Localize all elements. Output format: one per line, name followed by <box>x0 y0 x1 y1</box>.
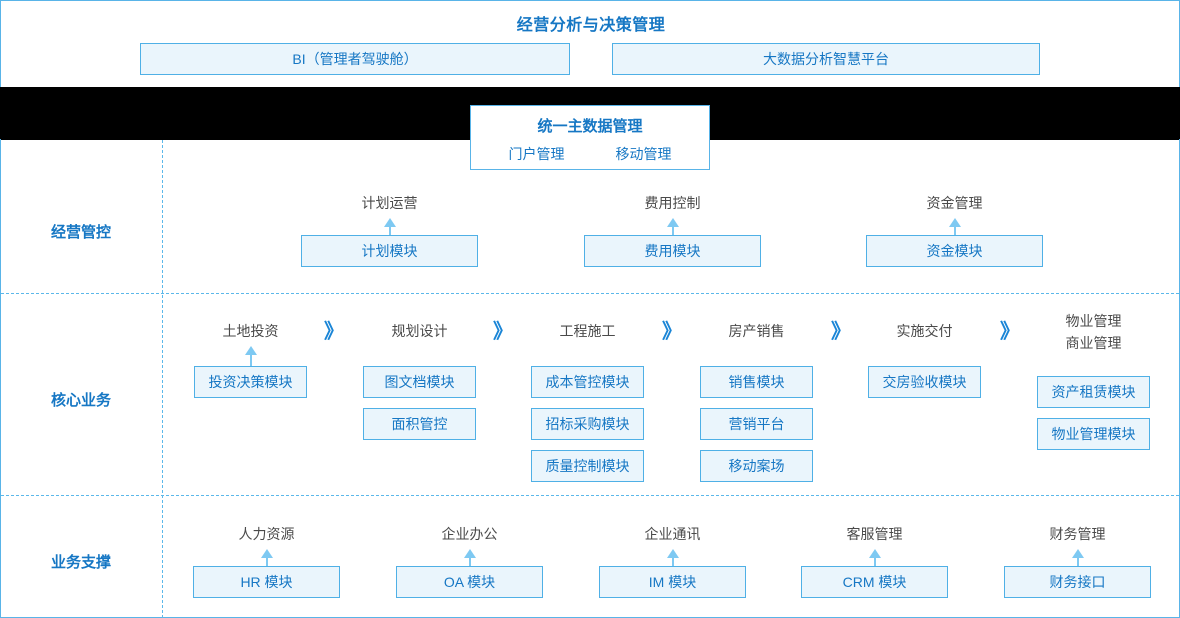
row-label-core-business: 核心业务 <box>50 392 111 409</box>
core-chip-stack: 图文档模块 面积管控 <box>363 366 476 440</box>
core-label-planning-design: 规划设计 <box>391 323 448 339</box>
core-chip-stack: 交房验收模块 <box>868 366 981 398</box>
module-investment-decision[interactable]: 投资决策模块 <box>194 366 307 398</box>
module-fund[interactable]: 资金模块 <box>866 235 1043 267</box>
vertical-divider <box>162 140 163 618</box>
module-hr[interactable]: HR 模块 <box>193 566 340 598</box>
row-label-support: 业务支撑 <box>50 554 111 571</box>
management-label-fund: 资金管理 <box>926 195 983 211</box>
up-arrow-icon <box>662 216 684 244</box>
up-arrow-icon <box>240 344 262 372</box>
support-label-oa: 企业办公 <box>441 526 498 542</box>
up-arrow-icon <box>1067 547 1089 575</box>
master-data-card: 统一主数据管理 门户管理 移动管理 <box>470 105 710 170</box>
chevron-right-icon: 》 <box>324 321 344 343</box>
core-label-land-investment: 土地投资 <box>222 323 279 339</box>
module-area-control[interactable]: 面积管控 <box>363 408 476 440</box>
module-marketing-platform[interactable]: 营销平台 <box>700 408 813 440</box>
module-cost-control[interactable]: 成本管控模块 <box>531 366 644 398</box>
up-arrow-icon <box>864 547 886 575</box>
core-chip-stack: 资产租赁模块 物业管理模块 <box>1037 376 1150 450</box>
core-chip-stack: 投资决策模块 <box>194 366 307 398</box>
up-arrow-icon <box>256 547 278 575</box>
up-arrow-icon <box>459 547 481 575</box>
module-im[interactable]: IM 模块 <box>599 566 746 598</box>
module-quality-control[interactable]: 质量控制模块 <box>531 450 644 482</box>
support-label-finance: 财务管理 <box>1049 526 1106 542</box>
decision-analysis-section: 经营分析与决策管理 BI（管理者驾驶舱） 大数据分析智慧平台 <box>0 0 1180 88</box>
master-data-title: 统一主数据管理 <box>537 118 643 135</box>
core-chip-stack: 成本管控模块 招标采购模块 质量控制模块 <box>531 366 644 482</box>
module-drawing-document[interactable]: 图文档模块 <box>363 366 476 398</box>
up-arrow-icon <box>379 216 401 244</box>
module-sales[interactable]: 销售模块 <box>700 366 813 398</box>
chevron-right-icon: 》 <box>662 321 682 343</box>
module-mobile-management[interactable]: 移动管理 <box>615 146 672 162</box>
chevron-right-icon: 》 <box>1000 321 1020 343</box>
up-arrow-icon <box>944 216 966 244</box>
module-property-management[interactable]: 物业管理模块 <box>1037 418 1150 450</box>
core-chip-stack: 销售模块 营销平台 移动案场 <box>700 366 813 482</box>
management-label-plan: 计划运营 <box>361 195 418 211</box>
module-plan[interactable]: 计划模块 <box>301 235 478 267</box>
module-portal-management[interactable]: 门户管理 <box>508 146 565 162</box>
module-cost[interactable]: 费用模块 <box>584 235 761 267</box>
module-bidding-procurement[interactable]: 招标采购模块 <box>531 408 644 440</box>
core-label-property-sales: 房产销售 <box>728 323 785 339</box>
up-arrow-icon <box>662 547 684 575</box>
core-label-construction: 工程施工 <box>559 323 616 339</box>
horizontal-divider-2 <box>1 495 1179 496</box>
module-mobile-sales-office[interactable]: 移动案场 <box>700 450 813 482</box>
chevron-right-icon: 》 <box>831 321 851 343</box>
module-oa[interactable]: OA 模块 <box>396 566 543 598</box>
core-label-delivery: 实施交付 <box>896 323 953 339</box>
core-label-property-management: 物业管理 商业管理 <box>1065 313 1122 351</box>
horizontal-divider-1 <box>1 293 1179 294</box>
support-label-crm: 客服管理 <box>846 526 903 542</box>
support-label-hr: 人力资源 <box>238 526 295 542</box>
support-label-im: 企业通讯 <box>644 526 701 542</box>
chevron-right-icon: 》 <box>493 321 513 343</box>
module-bigdata-platform[interactable]: 大数据分析智慧平台 <box>612 43 1040 75</box>
master-data-subitems: 门户管理 移动管理 <box>471 144 709 164</box>
module-crm[interactable]: CRM 模块 <box>801 566 948 598</box>
row-label-management: 经营管控 <box>50 224 111 241</box>
module-bi-cockpit[interactable]: BI（管理者驾驶舱） <box>140 43 570 75</box>
section-title-decision-analysis: 经营分析与决策管理 <box>516 17 666 34</box>
management-label-cost: 费用控制 <box>644 195 701 211</box>
module-asset-leasing[interactable]: 资产租赁模块 <box>1037 376 1150 408</box>
module-handover-acceptance[interactable]: 交房验收模块 <box>868 366 981 398</box>
module-finance-interface[interactable]: 财务接口 <box>1004 566 1151 598</box>
